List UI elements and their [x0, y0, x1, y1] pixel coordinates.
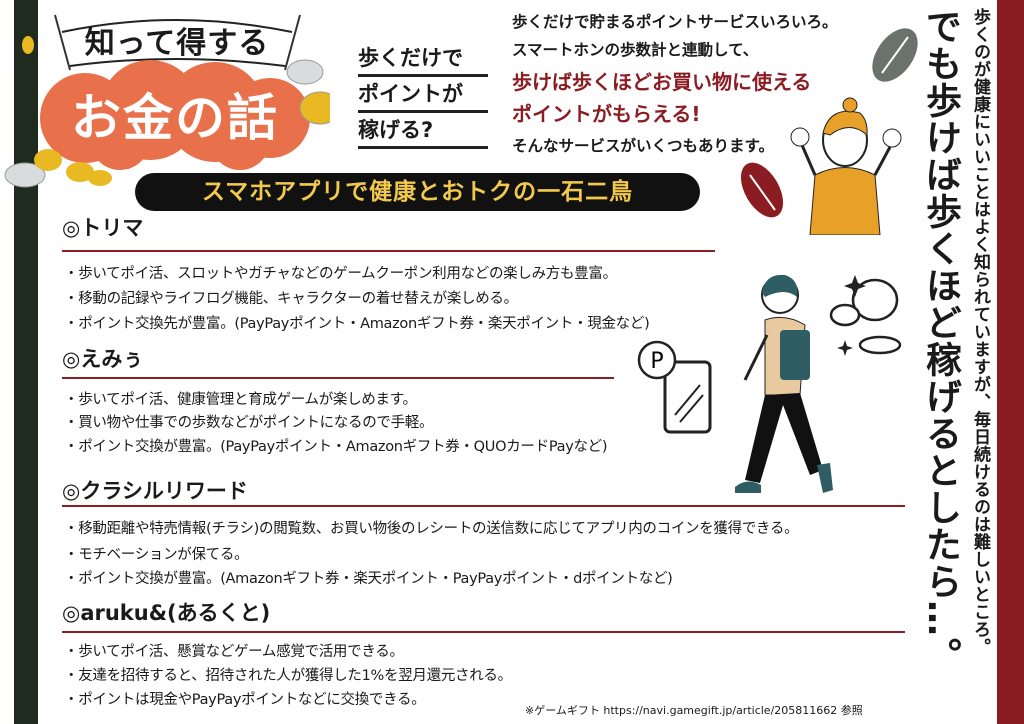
section-heading: ◎えみぅ — [62, 347, 144, 371]
divider — [62, 250, 715, 252]
intro-highlight: ポイントがもらえる! — [512, 102, 701, 126]
coins-icon — [4, 36, 330, 188]
question-line: ポイントが — [358, 78, 488, 113]
section-heading: ◎aruku&(あるくと) — [62, 601, 271, 625]
point-badge: P — [650, 349, 663, 374]
walking-man-illustration — [735, 274, 902, 493]
leaf-icon — [740, 162, 784, 218]
bullet: ・移動の記録やライフログ機能、キャラクターの着せ替えが楽しめる。 — [64, 291, 518, 307]
section-heading: ◎トリマ — [62, 216, 144, 240]
question-line: 歩くだけで — [358, 42, 488, 77]
divider — [62, 505, 905, 507]
woman-illustration — [740, 28, 918, 235]
title-main: お金の話 — [71, 89, 279, 147]
bullet: ・歩いてポイ活、懸賞などゲーム感覚で活用できる。 — [64, 644, 404, 660]
leaf-icon — [872, 28, 918, 82]
orange-cloud — [40, 60, 310, 170]
section-heading: ◎クラシルリワード — [62, 479, 248, 503]
coins-icon — [829, 275, 902, 356]
bullet: ・買い物や仕事での歩数などがポイントになるので手軽。 — [64, 415, 434, 431]
bullet: ・移動距離や特売情報(チラシ)の閲覧数、お買い物後のレシートの送信数に応じてアプ… — [64, 521, 799, 537]
intro-line: そんなサービスがいくつもあります。 — [512, 137, 774, 155]
title-badge-art — [4, 14, 330, 188]
divider — [62, 377, 614, 379]
bullet: ・ポイント交換が豊富。(PayPayポイント・Amazonギフト券・QUOカード… — [64, 439, 608, 455]
bullet: ・モチベーションが保てる。 — [64, 547, 249, 563]
bullet: ・歩いてポイ活、健康管理と育成ゲームが楽しめます。 — [64, 392, 417, 408]
right-stripe — [997, 0, 1024, 724]
question-line: 稼げる? — [358, 114, 488, 149]
phone-point-icon: P — [637, 340, 712, 434]
intro-line: 歩くだけで貯まるポイントサービスいろいろ。 — [512, 13, 838, 31]
divider — [62, 631, 905, 633]
vertical-headline: でも歩けば歩くほど稼げるとしたら…。 — [920, 8, 961, 674]
bullet: ・ポイント交換が豊富。(Amazonギフト券・楽天ポイント・PayPayポイント… — [64, 571, 673, 587]
intro-line: スマートホンの歩数計と連動して、 — [512, 41, 759, 59]
footnote: ※ゲームギフト https://navi.gamegift.jp/article… — [525, 704, 863, 717]
bullet: ・友達を招待すると、招待された人が獲得した1%を翌月還元される。 — [64, 668, 512, 684]
bullet: ・ポイント交換先が豊富。(PayPayポイント・Amazonギフト券・楽天ポイン… — [64, 316, 650, 332]
title-banner: 知って得する — [84, 26, 270, 61]
subtitle-pill: スマホアプリで健康とおトクの一石二鳥 — [135, 173, 700, 211]
vertical-lead: 歩くのが健康にいいことはよく知られていますが、毎日続けるのは難しいところ。 — [970, 8, 990, 656]
bullet: ・歩いてポイ活、スロットやガチャなどのゲームクーポン利用などの楽しみ方も豊富。 — [64, 266, 617, 282]
intro-highlight: 歩けば歩くほどお買い物に使える — [512, 70, 812, 94]
bullet: ・ポイントは現金やPayPayポイントなどに交換できる。 — [64, 692, 426, 708]
left-stripe — [14, 0, 38, 724]
